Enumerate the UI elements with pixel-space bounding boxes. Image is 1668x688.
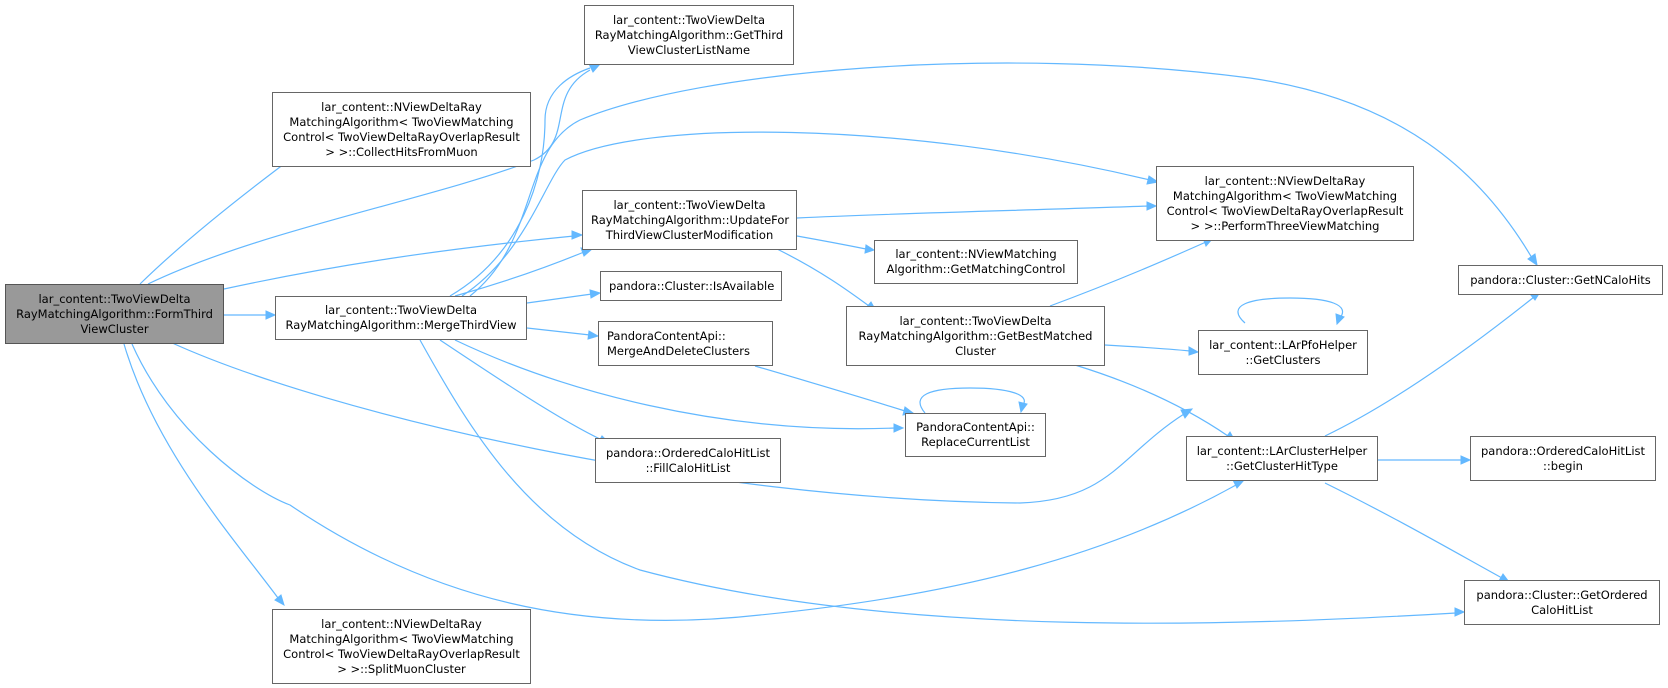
node-merge-third-view[interactable]: lar_content::TwoViewDelta RayMatchingAlg…: [275, 296, 527, 340]
node-label: pandora::Cluster::GetNCaloHits: [1470, 272, 1651, 287]
node-perform-three-view-matching[interactable]: lar_content::NViewDeltaRay MatchingAlgor…: [1156, 166, 1414, 241]
node-label: lar_content::TwoViewDelta RayMatchingAlg…: [285, 303, 517, 332]
edge-lar-pfo-self-arrowhead: [1335, 313, 1345, 326]
edge-form-merge-arrowhead: [265, 310, 277, 320]
edge-merge-is-available-arrowhead: [589, 289, 602, 299]
edge-form-update: [223, 235, 575, 290]
node-ordered-calo-hit-list-begin[interactable]: pandora::OrderedCaloHitList ::begin: [1470, 436, 1656, 481]
edge-merge-get-ordered-arrowhead: [1454, 607, 1466, 617]
edge-best-lar-cluster: [1074, 364, 1229, 437]
edge-lar-cluster-begin-arrowhead: [1460, 455, 1472, 465]
node-collect-hits-from-muon[interactable]: lar_content::NViewDeltaRay MatchingAlgor…: [272, 92, 531, 167]
edge-merge-replace-arrowhead: [893, 423, 905, 433]
edge-merge-get-n-calo: [469, 62, 1533, 297]
node-label: pandora::Cluster::GetOrdered CaloHitList: [1476, 587, 1648, 617]
edge-lar-cluster-get-n-calo: [1324, 296, 1535, 437]
edge-merge-replace: [454, 339, 896, 430]
node-label: lar_content::TwoViewDelta RayMatchingAlg…: [858, 313, 1093, 358]
edge-update-perform-arrowhead: [1146, 201, 1158, 211]
edge-form-lar-cluster-arrowhead: [1232, 479, 1246, 489]
edge-form-update-arrowhead: [571, 230, 584, 240]
edge-form-lar-pfo: [169, 341, 1185, 504]
edge-merge-delete-replace: [754, 365, 906, 412]
edge-best-perform: [1049, 241, 1207, 307]
node-label: pandora::Cluster::IsAvailable: [609, 278, 775, 293]
node-label: lar_content::TwoViewDelta RayMatchingAlg…: [591, 197, 790, 242]
node-lar-pfo-helper-get-clusters[interactable]: lar_content::LArPfoHelper ::GetClusters: [1198, 330, 1368, 375]
node-update-for-third-view-cluster-modification[interactable]: lar_content::TwoViewDelta RayMatchingAlg…: [582, 190, 797, 250]
edge-merge-perform-arrowhead: [1146, 175, 1160, 185]
edge-best-lar-pfo-arrowhead: [1188, 346, 1200, 356]
edge-merge-fill-calo: [439, 339, 603, 441]
edge-merge-get-n-calo-arrowhead: [1527, 253, 1538, 267]
edge-form-lar-pfo-arrowhead: [1180, 408, 1194, 419]
edge-update-get-best: [774, 247, 870, 307]
edge-lar-pfo-self: [1237, 297, 1343, 324]
node-cluster-get-n-calo-hits[interactable]: pandora::Cluster::GetNCaloHits: [1458, 265, 1663, 295]
node-get-third-view-cluster-list-name[interactable]: lar_content::TwoViewDelta RayMatchingAlg…: [584, 5, 794, 65]
edge-form-split: [123, 343, 279, 599]
node-label: lar_content::NViewDeltaRay MatchingAlgor…: [1166, 173, 1404, 233]
node-fill-calo-hit-list[interactable]: pandora::OrderedCaloHitList ::FillCaloHi…: [595, 438, 781, 483]
node-label: pandora::OrderedCaloHitList ::begin: [1480, 443, 1646, 473]
edge-merge-is-available: [526, 293, 593, 304]
node-split-muon-cluster[interactable]: lar_content::NViewDeltaRay MatchingAlgor…: [272, 609, 531, 684]
node-merge-and-delete-clusters[interactable]: PandoraContentApi:: MergeAndDeleteCluste…: [598, 321, 773, 366]
edge-update-get-matching: [796, 235, 867, 250]
node-label: pandora::OrderedCaloHitList ::FillCaloHi…: [605, 445, 771, 475]
edge-form-get-third-arrowhead: [588, 63, 602, 73]
edge-replace-self-arrowhead: [1018, 401, 1028, 414]
node-label: PandoraContentApi:: MergeAndDeleteCluste…: [607, 328, 750, 358]
node-label: lar_content::NViewDeltaRay MatchingAlgor…: [283, 99, 520, 159]
edge-form-split-arrowhead: [274, 594, 285, 607]
edge-update-perform: [796, 205, 1149, 219]
node-lar-cluster-helper-get-cluster-hit-type[interactable]: lar_content::LArClusterHelper ::GetClust…: [1186, 436, 1378, 481]
node-label: lar_content::TwoViewDelta RayMatchingAlg…: [594, 12, 784, 57]
node-get-matching-control[interactable]: lar_content::NViewMatching Algorithm::Ge…: [874, 240, 1078, 284]
node-replace-current-list[interactable]: PandoraContentApi:: ReplaceCurrentList: [905, 413, 1046, 457]
node-cluster-is-available[interactable]: pandora::Cluster::IsAvailable: [600, 271, 782, 301]
edge-update-get-matching-arrowhead: [864, 244, 876, 254]
node-form-third-view-cluster: lar_content::TwoViewDelta RayMatchingAlg…: [5, 284, 224, 344]
edge-form-collect: [139, 154, 297, 285]
edge-merge-get-ordered: [419, 339, 1457, 624]
edge-merge-update: [454, 251, 585, 297]
edge-merge-merge-delete-arrowhead: [587, 330, 600, 340]
edge-lar-cluster-get-ordered: [1324, 482, 1503, 579]
node-label: lar_content::LArClusterHelper ::GetClust…: [1196, 443, 1368, 473]
edge-form-lar-cluster: [131, 343, 1237, 622]
edge-best-lar-pfo: [1104, 344, 1191, 352]
node-label: lar_content::LArPfoHelper ::GetClusters: [1209, 337, 1357, 367]
edge-merge-perform: [461, 131, 1151, 297]
node-label: lar_content::NViewMatching Algorithm::Ge…: [886, 247, 1066, 276]
node-get-best-matched-cluster[interactable]: lar_content::TwoViewDelta RayMatchingAlg…: [846, 306, 1105, 366]
edge-merge-merge-delete: [526, 327, 591, 336]
node-label: lar_content::NViewDeltaRay MatchingAlgor…: [283, 616, 520, 676]
edge-replace-self: [919, 387, 1025, 414]
node-label: PandoraContentApi:: ReplaceCurrentList: [916, 420, 1035, 449]
edge-merge-get-third: [449, 67, 591, 297]
edge-form-get-third: [147, 69, 591, 285]
node-cluster-get-ordered-calo-hit-list[interactable]: pandora::Cluster::GetOrdered CaloHitList: [1464, 580, 1660, 625]
node-label: lar_content::TwoViewDelta RayMatchingAlg…: [16, 291, 213, 336]
